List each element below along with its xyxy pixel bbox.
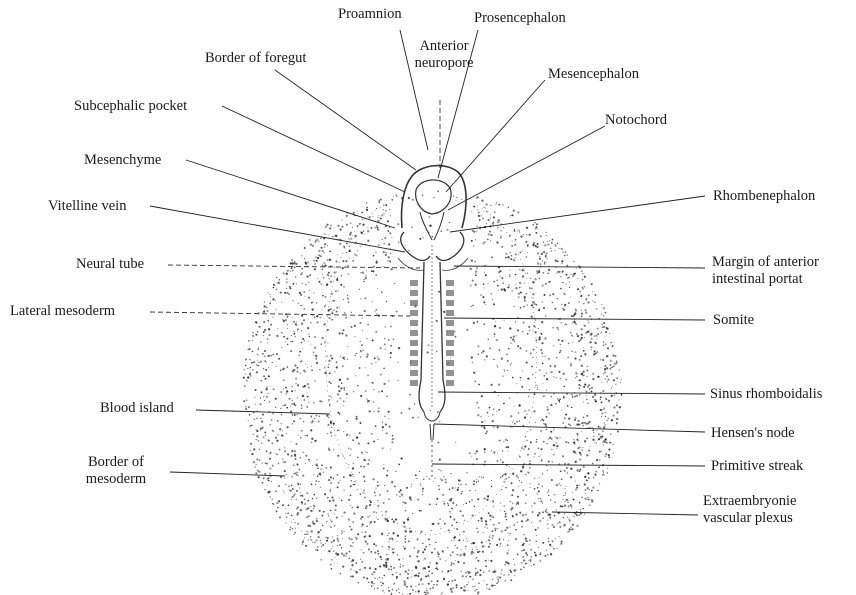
leader-lines <box>150 30 705 515</box>
label-mesenchyme: Mesenchyme <box>84 152 161 169</box>
leader-border-of-foregut <box>275 70 416 170</box>
somite-block <box>410 360 418 366</box>
somite-block <box>410 310 418 316</box>
somite-block <box>446 360 454 366</box>
leader-extraembryonic-vascular-plexus <box>552 512 698 515</box>
somite-block <box>446 290 454 296</box>
label-border-of-mesoderm: Border of mesoderm <box>66 454 166 488</box>
somite-block <box>410 340 418 346</box>
label-neural-tube: Neural tube <box>76 256 144 273</box>
leader-vitelline-vein <box>150 206 405 252</box>
leader-hensens-node <box>434 424 705 432</box>
somite-block <box>446 310 454 316</box>
label-somite: Somite <box>713 312 754 329</box>
label-border-of-foregut: Border of foregut <box>205 50 306 67</box>
leader-notochord <box>448 126 605 210</box>
leader-rhombencephalon <box>450 196 705 232</box>
label-extraembryonic-vascular-plexus: Extraembryonie vascular plexus <box>703 493 796 527</box>
label-prosencephalon: Prosencephalon <box>474 10 566 27</box>
leader-mesencephalon <box>446 80 545 192</box>
label-margin-anterior-intestinal-portal: Margin of anterior intestinal portat <box>712 254 819 288</box>
label-proamnion: Proamnion <box>338 6 402 23</box>
area-pellucida-outline <box>326 205 537 535</box>
label-primitive-streak: Primitive streak <box>711 458 803 475</box>
leader-blood-island <box>196 410 330 414</box>
label-lateral-mesoderm: Lateral mesoderm <box>10 303 115 320</box>
label-blood-island: Blood island <box>100 400 174 417</box>
somite-block <box>410 300 418 306</box>
leader-border-of-mesoderm <box>170 472 285 476</box>
label-vitelline-vein: Vitelline vein <box>48 198 126 215</box>
label-subcephalic-pocket: Subcephalic pocket <box>74 98 187 115</box>
somite-block <box>410 370 418 376</box>
leader-subcephalic-pocket <box>222 106 405 192</box>
somite-block <box>410 380 418 386</box>
somite-block <box>410 330 418 336</box>
somite-block <box>446 370 454 376</box>
somite-block <box>446 340 454 346</box>
label-rhombencephalon: Rhombenephalon <box>713 188 815 205</box>
label-anterior-neuropore: Anterior neuropore <box>404 38 484 72</box>
head-region <box>398 166 468 271</box>
somite-block <box>446 280 454 286</box>
label-hensens-node: Hensen's node <box>711 425 795 442</box>
somite-block <box>410 290 418 296</box>
label-notochord: Notochord <box>605 112 667 129</box>
somite-block <box>446 320 454 326</box>
label-mesencephalon: Mesencephalon <box>548 66 639 83</box>
somite-block <box>410 320 418 326</box>
somite-block <box>446 380 454 386</box>
label-sinus-rhomboidalis: Sinus rhomboidalis <box>710 386 822 403</box>
leader-sinus-rhomboidalis <box>438 392 705 394</box>
somite-block <box>446 300 454 306</box>
neural-tube-drawing <box>419 245 445 480</box>
somite-block <box>446 330 454 336</box>
somite-block <box>410 350 418 356</box>
leader-lateral-mesoderm <box>150 312 410 316</box>
somite-block <box>410 280 418 286</box>
somite-block <box>446 350 454 356</box>
